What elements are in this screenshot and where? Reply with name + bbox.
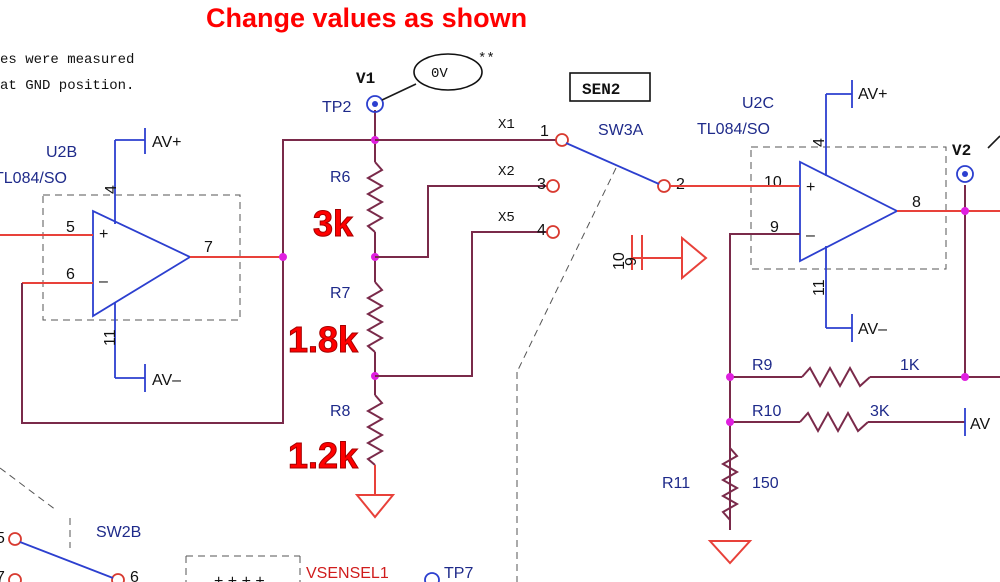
sw2b-pin5: 5 xyxy=(0,530,5,547)
opamp-u2b: + – xyxy=(42,128,241,392)
u2c-avm: AV– xyxy=(858,321,887,338)
header-pins: + + + + xyxy=(214,573,265,582)
resistor-r11 xyxy=(720,447,740,521)
net-x2: X2 xyxy=(498,164,515,180)
u2b-minus-sign: – xyxy=(99,273,108,290)
u2c-minus-sign: – xyxy=(806,227,815,244)
v1-value: 0V xyxy=(431,66,448,82)
gnd-pin-9: 9 xyxy=(623,257,640,266)
sen2-box xyxy=(569,72,651,102)
resistor-r6 xyxy=(365,161,385,233)
sw2b-pin7: 7 xyxy=(0,569,5,582)
sw2b-pin6: 6 xyxy=(130,569,139,582)
v2-label: V2 xyxy=(952,142,971,160)
title-annotation: Change values as shown xyxy=(206,3,527,33)
tp2-label: TP2 xyxy=(322,99,351,116)
resistor-r9 xyxy=(801,365,871,389)
note-line-2: at GND position. xyxy=(0,78,134,94)
u2c-part: TL084/SO xyxy=(697,121,770,138)
sw3a-pin4: 4 xyxy=(537,222,546,239)
sw3a-label: SW3A xyxy=(598,122,644,139)
v2-probe-icon xyxy=(956,165,974,183)
u2b-pin-out: 7 xyxy=(204,239,213,256)
u2c-ref: U2C xyxy=(742,95,774,112)
net-x1: X1 xyxy=(498,117,515,133)
r11-label: R11 xyxy=(662,475,690,492)
v1-reading-bubble xyxy=(413,53,483,91)
sw2b-label: SW2B xyxy=(96,524,141,541)
u2b-pin-vcc: 4 xyxy=(103,185,120,194)
sw3a-pin1: 1 xyxy=(540,123,549,140)
r10-supply: AV xyxy=(970,416,990,433)
u2b-pin-plus: 5 xyxy=(66,219,75,236)
tp7-probe-icon xyxy=(424,572,440,582)
ground-symbol-unused xyxy=(681,235,708,281)
v1-mark: ** xyxy=(478,51,495,67)
sen2-label: SEN2 xyxy=(582,81,620,99)
u2c-plus-sign: + xyxy=(806,179,815,196)
sw3a-blade xyxy=(565,142,660,185)
tp7-label: TP7 xyxy=(444,565,473,582)
tp2-probe-icon xyxy=(366,95,384,113)
r10-value: 3K xyxy=(870,403,890,420)
sw3a-pin-common: 2 xyxy=(676,176,685,193)
r8-new-value: 1.2k xyxy=(288,435,359,476)
u2b-pin-minus: 6 xyxy=(66,266,75,283)
u2b-part: TL084/SO xyxy=(0,170,67,187)
u2c-pin-vee: 11 xyxy=(811,279,828,296)
u2c-pin-minus: 9 xyxy=(770,219,779,236)
note-line-1: es were measured xyxy=(0,52,134,68)
vsensel-label: VSENSEL1 xyxy=(306,565,389,582)
r7-label: R7 xyxy=(330,285,351,302)
opamp-u2c: + – xyxy=(750,80,947,342)
u2c-pin-plus: 10 xyxy=(764,174,782,191)
net-x5: X5 xyxy=(498,210,515,226)
u2b-avm: AV– xyxy=(152,372,181,389)
r10-label: R10 xyxy=(752,403,781,420)
r6-new-value: 3k xyxy=(313,203,354,244)
r6-label: R6 xyxy=(330,169,351,186)
resistor-r7 xyxy=(365,281,385,353)
u2c-avp: AV+ xyxy=(858,86,888,103)
sw2b-blade xyxy=(19,541,114,579)
v1-label: V1 xyxy=(356,70,375,88)
u2c-pin-out: 8 xyxy=(912,194,921,211)
u2b-ref: U2B xyxy=(46,144,77,161)
sw3a-pin3: 3 xyxy=(537,176,546,193)
u2b-plus-sign: + xyxy=(99,226,108,243)
r9-value: 1K xyxy=(900,357,920,374)
u2c-pin-vcc: 4 xyxy=(811,138,828,147)
resistor-r8 xyxy=(365,394,385,466)
u2b-pin-vee: 11 xyxy=(102,329,119,346)
r7-new-value: 1.8k xyxy=(288,319,359,360)
resistor-r10 xyxy=(799,410,869,434)
ground-symbol-r11 xyxy=(707,540,753,565)
gnd-pin-10: 10 xyxy=(611,252,628,270)
r11-value: 150 xyxy=(752,475,779,492)
u2b-avp: AV+ xyxy=(152,134,182,151)
r8-label: R8 xyxy=(330,403,351,420)
ground-symbol-r8 xyxy=(354,494,396,519)
r9-label: R9 xyxy=(752,357,773,374)
